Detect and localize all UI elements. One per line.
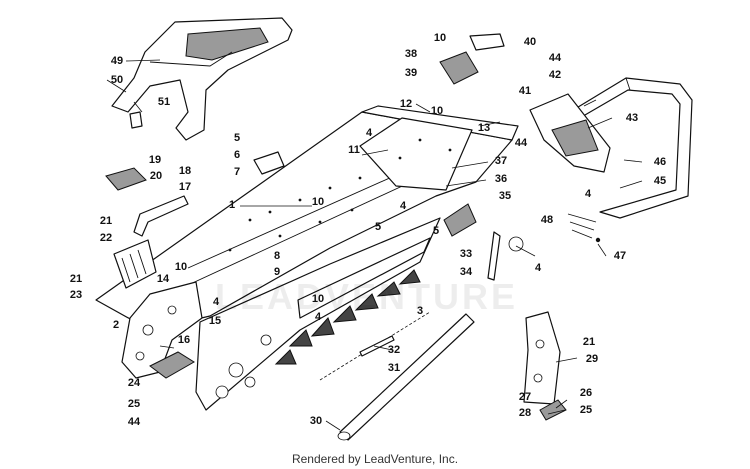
callout-10b[interactable]: 10: [311, 196, 325, 208]
callout-42[interactable]: 42: [548, 69, 562, 81]
callout-10d[interactable]: 10: [430, 105, 444, 117]
callout-21b[interactable]: 21: [69, 273, 83, 285]
watermark: LEADVENTURE: [215, 276, 519, 317]
callout-19[interactable]: 19: [148, 154, 162, 166]
callout-18[interactable]: 18: [178, 165, 192, 177]
callout-37[interactable]: 37: [494, 155, 508, 167]
callout-50[interactable]: 50: [110, 74, 124, 86]
callout-48[interactable]: 48: [540, 214, 554, 226]
callout-32[interactable]: 32: [387, 344, 401, 356]
callout-8[interactable]: 8: [273, 250, 281, 262]
callout-26[interactable]: 26: [579, 387, 593, 399]
callout-17[interactable]: 17: [178, 181, 192, 193]
rear-bumper-part: [559, 77, 693, 219]
callout-25b[interactable]: 25: [579, 404, 593, 416]
callout-24[interactable]: 24: [127, 377, 141, 389]
bracket-33-part: [443, 203, 477, 237]
pad-19-part: [105, 167, 147, 191]
strap-20-part: [133, 195, 189, 237]
callout-10a[interactable]: 10: [174, 261, 188, 273]
callout-44b[interactable]: 44: [548, 52, 562, 64]
callout-39[interactable]: 39: [404, 67, 418, 79]
callout-44a[interactable]: 44: [127, 416, 141, 428]
callout-27[interactable]: 27: [518, 391, 532, 403]
callout-5b[interactable]: 5: [374, 221, 382, 233]
callout-4c[interactable]: 4: [365, 127, 373, 139]
callout-1[interactable]: 1: [228, 199, 236, 211]
callout-21a[interactable]: 21: [99, 215, 113, 227]
callout-44c[interactable]: 44: [514, 137, 528, 149]
tunnel-side-part: [195, 217, 441, 411]
callout-4d[interactable]: 4: [399, 200, 407, 212]
callout-16[interactable]: 16: [177, 334, 191, 346]
callout-51[interactable]: 51: [157, 96, 171, 108]
callout-5c[interactable]: 5: [432, 225, 440, 237]
callout-4b[interactable]: 4: [314, 311, 322, 323]
callout-2[interactable]: 2: [112, 319, 120, 331]
callout-22[interactable]: 22: [99, 232, 113, 244]
link-34-part: [487, 231, 501, 281]
truss-cutouts: [274, 269, 421, 365]
bracket-38-part: [439, 51, 479, 85]
callout-23[interactable]: 23: [69, 289, 83, 301]
frame-holes: [228, 138, 452, 252]
callout-31[interactable]: 31: [387, 362, 401, 374]
callout-9[interactable]: 9: [273, 266, 281, 278]
callout-10e[interactable]: 10: [433, 32, 447, 44]
rear-flap-part: [529, 93, 611, 173]
callout-4a[interactable]: 4: [212, 296, 220, 308]
callout-38[interactable]: 38: [404, 48, 418, 60]
callout-45[interactable]: 45: [653, 175, 667, 187]
callout-29[interactable]: 29: [585, 353, 599, 365]
callout-28[interactable]: 28: [518, 407, 532, 419]
callout-43[interactable]: 43: [625, 112, 639, 124]
bracket-24-part: [149, 351, 195, 379]
callout-21c[interactable]: 21: [582, 336, 596, 348]
callout-14[interactable]: 14: [156, 273, 170, 285]
bracket-40-part: [469, 33, 505, 51]
seat-part: [111, 17, 293, 141]
callout-4e[interactable]: 4: [534, 262, 542, 274]
callout-25a[interactable]: 25: [127, 398, 141, 410]
tunnel-frame-part: [95, 105, 519, 331]
callout-46[interactable]: 46: [653, 156, 667, 168]
callout-11[interactable]: 11: [348, 144, 360, 156]
seat-fastener-51: [129, 111, 143, 129]
callout-10c[interactable]: 10: [311, 293, 325, 305]
callout-3[interactable]: 3: [416, 305, 424, 317]
callout-41[interactable]: 41: [518, 85, 532, 97]
rail-31-axis: [319, 311, 431, 381]
callout-13[interactable]: 13: [477, 122, 491, 134]
callout-20[interactable]: 20: [149, 170, 163, 182]
callout-15[interactable]: 15: [208, 315, 222, 327]
callout-4f[interactable]: 4: [584, 188, 592, 200]
callout-5a[interactable]: 5: [233, 132, 241, 144]
bracket-6-part: [253, 151, 285, 175]
rail-30-part: [337, 313, 475, 441]
callout-6[interactable]: 6: [233, 149, 241, 161]
rear-bracket-part: [523, 311, 561, 405]
callout-47[interactable]: 47: [613, 250, 627, 262]
callout-7[interactable]: 7: [233, 166, 241, 178]
footer-credit: Rendered by LeadVenture, Inc.: [291, 452, 459, 466]
callout-33[interactable]: 33: [459, 248, 473, 260]
leader-lines: [106, 59, 643, 431]
callout-40[interactable]: 40: [523, 36, 537, 48]
rail-32-part: [359, 335, 395, 357]
callout-12[interactable]: 12: [399, 98, 413, 110]
bracket-22-part: [113, 239, 157, 289]
callout-49[interactable]: 49: [110, 55, 124, 67]
callout-35[interactable]: 35: [498, 190, 512, 202]
callout-30[interactable]: 30: [309, 415, 323, 427]
front-bracket-part: [121, 281, 203, 379]
bolt-cluster-part: [567, 213, 601, 243]
callout-36[interactable]: 36: [494, 173, 508, 185]
callout-34[interactable]: 34: [459, 266, 473, 278]
